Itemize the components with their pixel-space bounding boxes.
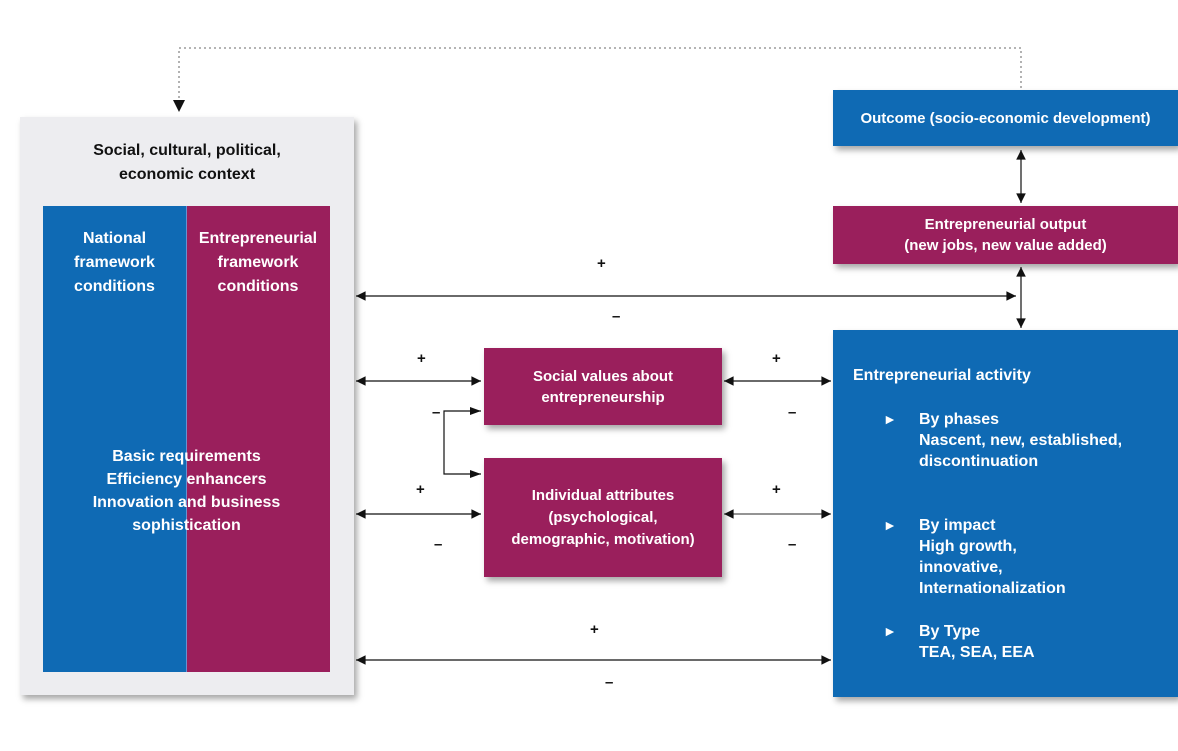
bullet-triangle-icon: ► — [883, 411, 897, 427]
impact-head: By impact — [919, 517, 996, 534]
requirements-label: Basic requirements Efficiency enhancers … — [43, 445, 330, 537]
entrepreneurial-framework-label: Entrepreneurial framework conditions — [186, 227, 330, 299]
entre-line2: framework — [217, 254, 299, 271]
bullet-triangle-icon: ► — [883, 623, 897, 639]
individual-line1: Individual attributes — [531, 486, 675, 504]
req-line3: Innovation and business — [92, 494, 281, 511]
impact-line3: Internationalization — [919, 580, 1066, 597]
activity-item-impact: ► By impact High growth, innovative, Int… — [883, 515, 1066, 599]
individual-line3: demographic, motivation) — [511, 530, 695, 548]
national-framework-box — [43, 206, 186, 672]
plus-sign-social-activity: + — [772, 350, 781, 367]
minus-sign-context-individual: – — [434, 536, 443, 553]
req-line4: sophistication — [132, 517, 241, 534]
social-individual-bracket — [443, 410, 481, 475]
type-head: By Type — [919, 623, 981, 640]
social-values-box: Social values about entrepreneurship — [484, 348, 722, 425]
context-title-line2: economic context — [118, 166, 256, 183]
activity-item-phases: ► By phases Nascent, new, established, d… — [883, 409, 1122, 472]
phases-line2: discontinuation — [919, 453, 1039, 470]
minus-sign-top: – — [612, 308, 621, 325]
social-values-line1: Social values about — [532, 367, 674, 385]
outcome-label: Outcome (socio-economic development) — [860, 109, 1151, 127]
impact-line2: innovative, — [919, 559, 1003, 576]
entre-line1: Entrepreneurial — [198, 230, 318, 247]
output-line2: (new jobs, new value added) — [904, 237, 1107, 254]
phases-head: By phases — [919, 411, 1000, 428]
type-line1: TEA, SEA, EEA — [919, 644, 1035, 661]
plus-sign-top: + — [597, 255, 606, 272]
context-title-line1: Social, cultural, political, — [93, 142, 281, 159]
impact-line1: High growth, — [919, 538, 1017, 555]
minus-sign-bottom: – — [605, 674, 614, 691]
national-line2: framework — [74, 254, 155, 271]
plus-sign-individual-activity: + — [772, 481, 781, 498]
context-title: Social, cultural, political, economic co… — [20, 139, 354, 187]
output-line1: Entrepreneurial output — [924, 216, 1087, 233]
plus-sign-context-social: + — [417, 350, 426, 367]
plus-sign-context-individual: + — [416, 481, 425, 498]
phases-line1: Nascent, new, established, — [919, 432, 1123, 449]
minus-sign-bracket: – — [432, 404, 441, 421]
individual-line2: (psychological, — [548, 508, 658, 526]
plus-sign-bottom: + — [590, 621, 599, 638]
activity-box: Entrepreneurial activity ► By phases Nas… — [833, 330, 1178, 697]
bullet-triangle-icon: ► — [883, 517, 897, 533]
national-line1: National — [82, 230, 147, 247]
outcome-box: Outcome (socio-economic development) — [833, 90, 1178, 146]
entrepreneurial-framework-box — [186, 206, 330, 672]
individual-attributes-box: Individual attributes (psychological, de… — [484, 458, 722, 577]
req-line1: Basic requirements — [112, 448, 261, 465]
activity-item-type: ► By Type TEA, SEA, EEA — [883, 621, 1035, 663]
feedback-arrowhead — [173, 100, 185, 112]
feedback-dotted-line — [178, 47, 1022, 104]
national-line3: conditions — [74, 278, 155, 295]
national-framework-label: National framework conditions — [43, 227, 186, 299]
entre-line3: conditions — [217, 278, 299, 295]
context-panel: Social, cultural, political, economic co… — [20, 117, 354, 695]
output-box: Entrepreneurial output (new jobs, new va… — [833, 206, 1178, 264]
minus-sign-individual-activity: – — [788, 536, 797, 553]
social-values-line2: entrepreneurship — [541, 388, 665, 406]
minus-sign-social-activity: – — [788, 404, 797, 421]
req-line2: Efficiency enhancers — [106, 471, 267, 488]
activity-title: Entrepreneurial activity — [853, 367, 1031, 384]
